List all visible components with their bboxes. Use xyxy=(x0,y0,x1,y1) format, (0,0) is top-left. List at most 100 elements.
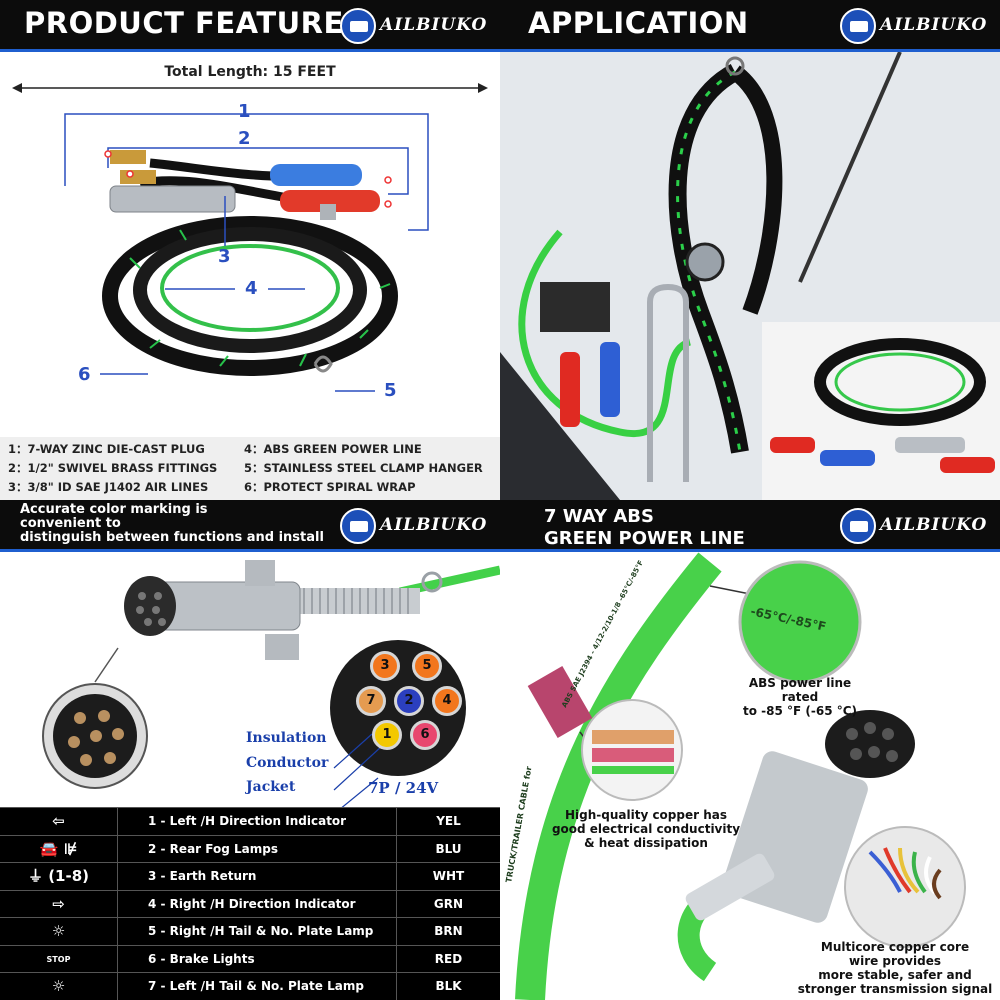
caption-line: wire provides xyxy=(849,954,941,968)
steel-handle xyxy=(647,283,689,482)
banner-stripe xyxy=(500,49,1000,52)
red-gladhand xyxy=(560,352,580,427)
wiring-function: 6 - Brake Lights xyxy=(148,951,255,966)
color-marking-panel: Accurate color marking is convenient to … xyxy=(0,500,500,1000)
bracket-1 xyxy=(64,113,429,231)
brand-logo: AILBIUKO xyxy=(840,8,990,44)
plug-ear-bottom xyxy=(265,634,299,660)
title-line: distinguish between functions and instal… xyxy=(20,530,324,545)
brand-logo: AILBIUKO xyxy=(840,508,990,544)
hanger-hook xyxy=(313,355,333,373)
red-coupler xyxy=(280,190,380,212)
banner-stripe xyxy=(500,549,1000,552)
ground-icon: ⏚ (1-8) xyxy=(0,863,118,890)
callout-3: 3 xyxy=(218,246,231,267)
tail-lamp-icon: ☼ xyxy=(0,918,118,945)
color-marking-banner: Accurate color marking is convenient to … xyxy=(0,500,500,552)
truck-logo-icon xyxy=(840,8,876,44)
spiral-hose-right xyxy=(729,65,783,315)
pin-1: 1 xyxy=(372,720,402,750)
wiring-function: 5 - Right /H Tail & No. Plate Lamp xyxy=(148,924,374,938)
wire-color-code: YEL xyxy=(396,808,500,835)
stop-icon: STOP xyxy=(0,945,118,972)
copper-zoom-band-1 xyxy=(592,730,674,744)
coil-inner xyxy=(133,227,367,353)
copper-caption: High-quality copper has good electrical … xyxy=(536,808,756,850)
feature-item: 2：1/2" SWIVEL BRASS FITTINGS xyxy=(8,461,218,475)
wiring-function: 1 - Left /H Direction Indicator xyxy=(148,814,347,828)
inset-coil xyxy=(814,338,986,426)
plug-face-large xyxy=(825,710,915,778)
pin-6: 6 xyxy=(410,720,440,750)
brand-logo: AILBIUKO xyxy=(340,508,490,544)
application-photo xyxy=(500,52,1000,500)
color-marking-title: Accurate color marking is convenient to … xyxy=(20,503,324,545)
feature-list: 1：7-WAY ZINC DIE-CAST PLUG 2：1/2" SWIVEL… xyxy=(0,437,500,500)
power-line-panel: 7 WAY ABS GREEN POWER LINE AILBIUKO xyxy=(500,500,1000,1000)
rated-caption: ABS power line rated to -85 °F (-65 °C) xyxy=(730,676,870,718)
pin-2: 2 xyxy=(394,686,424,716)
plug-face-large-pins xyxy=(846,722,898,762)
caption-line: High-quality copper has xyxy=(564,808,728,822)
callout-1: 1 xyxy=(238,101,251,122)
total-length-label: Total Length: 15 FEET xyxy=(164,64,336,80)
clamp-hanger xyxy=(320,204,336,220)
spiral-hose-stripe xyxy=(676,70,742,453)
application-panel: APPLICATION AILBIUKO xyxy=(500,0,1000,500)
inset-green-coil xyxy=(834,352,966,412)
power-line-illustration xyxy=(515,552,966,1000)
spring-guard-large xyxy=(685,853,775,921)
insulation-pointer xyxy=(333,733,373,769)
wire-color-code: BLU xyxy=(396,835,500,862)
zoom-connector xyxy=(94,647,119,683)
blue-gladhand xyxy=(600,342,620,417)
truck-logo-icon xyxy=(840,508,876,544)
plug-face xyxy=(124,576,176,636)
right-arrow-icon: ⇨ xyxy=(0,890,118,917)
callout-5: 5 xyxy=(384,380,397,401)
application-banner: APPLICATION AILBIUKO xyxy=(500,0,1000,52)
hanger-ring xyxy=(725,56,745,76)
plug-face-pins xyxy=(136,592,166,626)
round-fixture xyxy=(685,242,725,282)
feature-item: 4：ABS GREEN POWER LINE xyxy=(244,442,422,456)
banner-stripe xyxy=(0,549,500,552)
wire-color-code: RED xyxy=(396,945,500,972)
plug-ear-top xyxy=(245,560,275,586)
tail-lamp-icon: ☼ xyxy=(0,973,118,1000)
feature-item: 1：7-WAY ZINC DIE-CAST PLUG xyxy=(8,442,205,456)
features-title: PRODUCT FEATURES xyxy=(24,6,366,40)
banner-stripe xyxy=(0,49,500,52)
caption-line: good electrical conductivity xyxy=(551,822,741,836)
brass-fitting-bottom xyxy=(120,170,156,184)
brand-name: AILBIUKO xyxy=(380,515,488,535)
inset-blue-coupler xyxy=(820,450,875,466)
caption-line: more stable, safer and xyxy=(818,968,972,982)
core-zoom-wires xyxy=(868,847,942,900)
length-arrow-left-head xyxy=(12,83,22,93)
wiring-function: 2 - Rear Fog Lamps xyxy=(148,841,278,856)
pin-5: 5 xyxy=(412,651,442,681)
spring-ring xyxy=(421,571,443,593)
seven-way-plug xyxy=(109,185,236,213)
callout-2: 2 xyxy=(238,128,251,149)
brand-name: AILBIUKO xyxy=(880,15,988,35)
product-features-panel: PRODUCT FEATURES AILBIUKO Total Length: … xyxy=(0,0,500,500)
core-caption: Multicore copper core wire provides more… xyxy=(790,940,1000,996)
socket-zoom-pins xyxy=(68,710,124,766)
wire-color-code: WHT xyxy=(396,863,500,890)
power-line-title: 7 WAY ABS GREEN POWER LINE xyxy=(544,506,745,550)
pin-7: 7 xyxy=(356,686,386,716)
title-line: convenient to xyxy=(20,516,121,531)
green-line-coil xyxy=(160,244,340,332)
insulation-label: Insulation xyxy=(246,730,327,746)
support-rod xyxy=(798,52,902,283)
left-arrow-icon: ⇦ xyxy=(0,808,118,835)
pin-3: 3 xyxy=(370,651,400,681)
plug-illustration xyxy=(42,560,500,810)
